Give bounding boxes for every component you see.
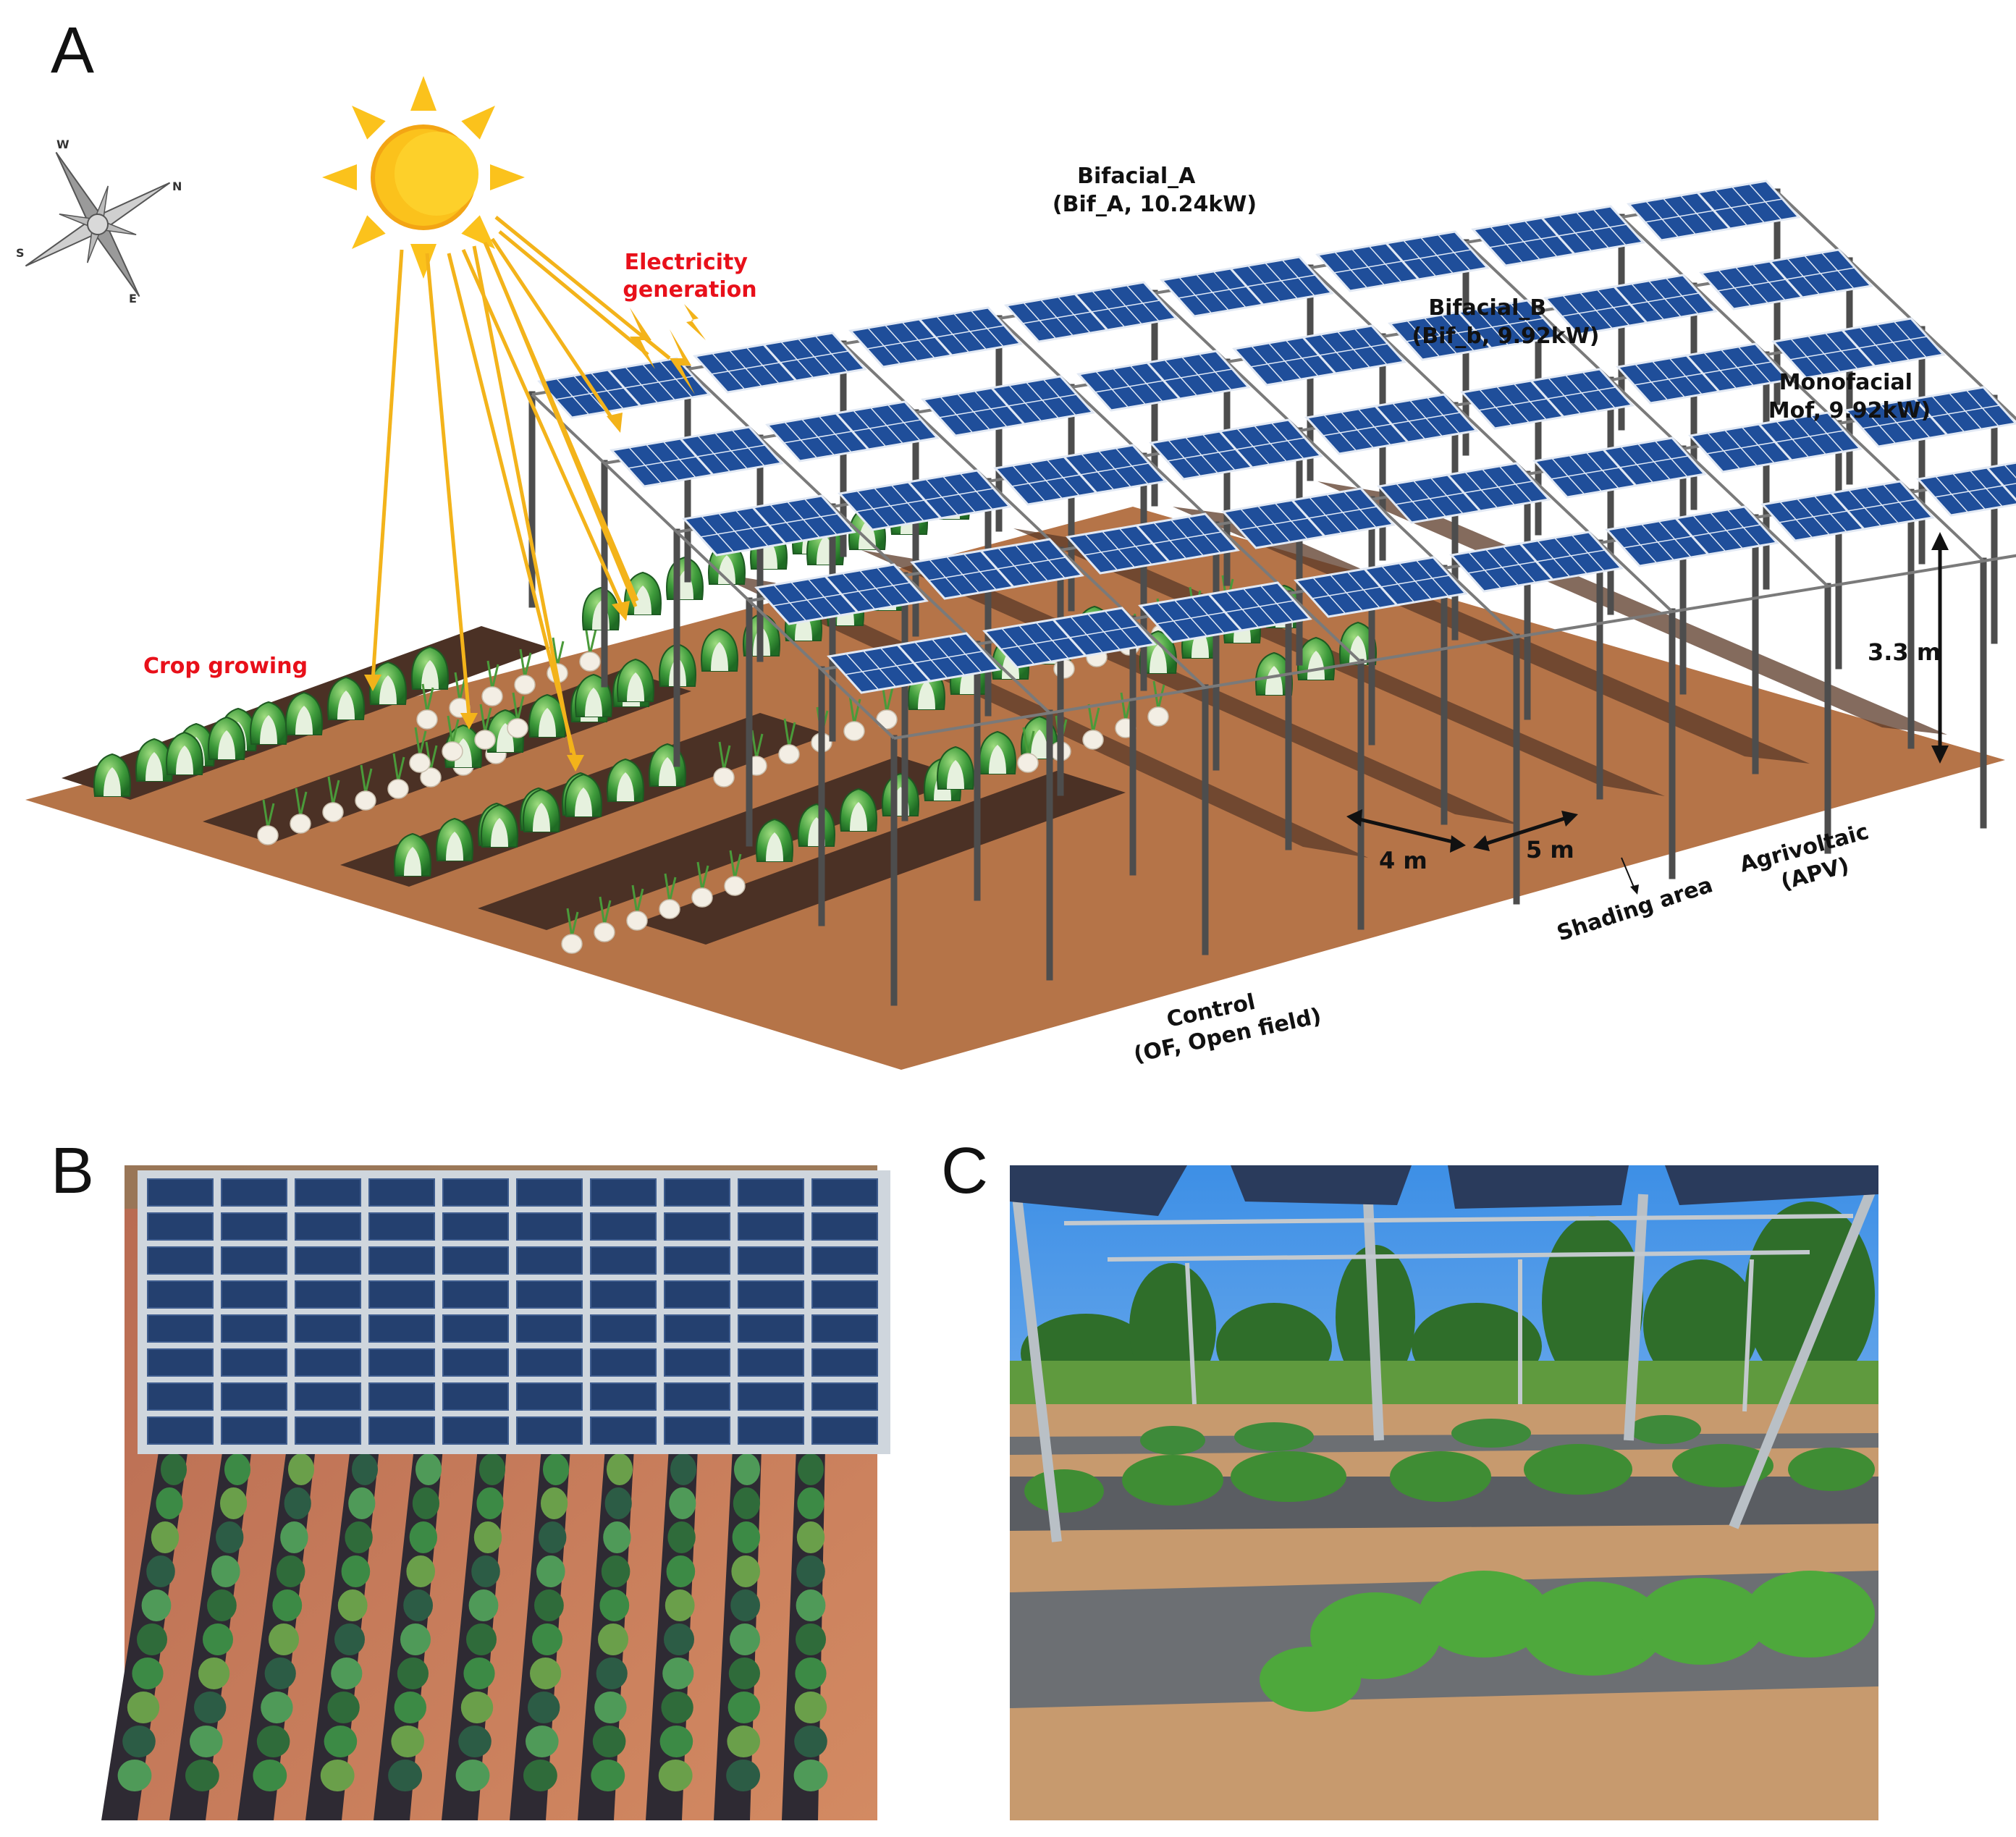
compass-e: E [129,292,137,305]
width-arrow-5m [1473,811,1578,851]
label-bifacial-a: Bifacial_A (Bif_A, 10.24kW) [1053,164,1257,217]
cabbage-icon [327,676,365,720]
cabbage-icon [565,773,602,817]
label-crop-growing: Crop growing [143,654,308,679]
garlic-icon [843,695,865,741]
shading-pointer [1621,857,1639,895]
label-bifacial-b: Bifacial_B (Bif_b, 9.92kW) [1412,295,1600,349]
width-arrow-4m [1346,809,1466,853]
garlic-icon [290,787,311,834]
label-electricity: Electricity generation [623,250,756,303]
label-monofacial: Monofacial Mof, 9.92kW) [1768,370,1931,423]
garlic-icon [387,753,409,799]
cabbage-icon [93,753,131,797]
cabbage-icon [582,586,620,630]
cabbage-icon [1339,621,1377,665]
cabbage-icon [701,628,738,672]
cabbage-icon [617,658,654,702]
cabbage-icon [208,716,245,760]
label-4m: 4 m [1379,847,1427,874]
height-arrow [1931,532,1949,764]
cabbage-icon [436,817,473,861]
compass-icon [25,151,171,297]
garlic-icon [659,873,680,919]
garlic-icon [322,776,344,822]
label-apv: Agrivoltaic (APV) [1737,817,1886,905]
garlic-icon [409,727,431,773]
cabbage-icon [394,832,431,877]
panel-letter-c: C [941,1135,988,1207]
ray-arrowheads [364,413,630,772]
cabbage-icon [369,661,407,705]
garlic-icon [442,715,463,761]
compass-s: S [16,246,25,260]
garlic-icon [778,718,800,764]
panel-letter-a: A [51,14,94,87]
compass-n: N [172,180,182,193]
cabbage-icon [523,788,560,832]
garlic-icon [579,625,601,672]
cabbage-icon [840,787,877,832]
cabbage-icon [135,738,173,782]
sun-icon [322,76,525,279]
garlic-icon [355,764,376,811]
garlic-icon [713,741,735,787]
cabbage-icon [285,691,323,735]
label-5m: 5 m [1526,836,1574,863]
sun-rays [371,216,671,761]
label-shading-area: Shading area [1554,872,1716,946]
label-height: 3.3 m [1868,638,1941,666]
compass-w: W [56,138,69,151]
cabbage-icon [756,818,793,862]
photo-ground [1010,1165,1878,1820]
garlic-icon [474,704,496,750]
garlic-icon [257,799,279,845]
garlic-icon [481,660,503,706]
garlic-icon [1147,680,1169,727]
garlic-icon [594,896,615,942]
cabbage-icon [481,803,518,848]
cabbage-icon [250,701,287,745]
garlic-icon [416,683,438,730]
cabbage-icon [607,758,644,802]
garlic-icon [626,884,648,931]
garlic-icon [1017,727,1039,773]
pv-modules [537,180,2016,694]
lightning-icon [630,304,706,394]
photo-aerial [101,1165,890,1820]
cabbage-icon [411,646,449,690]
cabbage-icon [166,731,203,775]
cabbage-icon [937,746,974,790]
garlic-icon [876,683,898,730]
garlic-icon [1082,704,1104,750]
garlic-icon [724,850,746,896]
garlic-icon [507,692,528,738]
cabbage-icon [528,693,566,738]
garlic-icon [514,649,536,695]
garlic-icon [561,908,583,954]
cabbage-icon [1255,651,1293,696]
garlic-icon [691,861,713,908]
panel-letter-b: B [51,1135,94,1207]
cabbage-icon [979,730,1016,774]
